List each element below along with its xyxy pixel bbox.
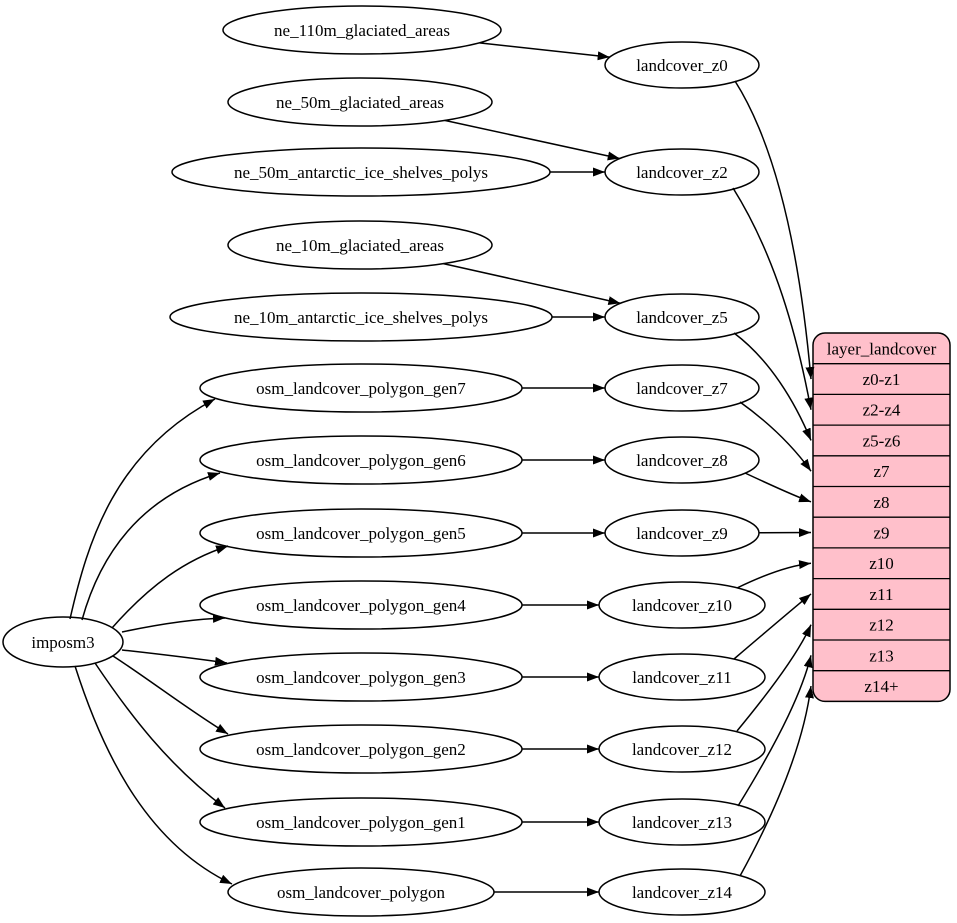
edge-landcover_z13-to-layer_landcover-z13	[737, 655, 813, 807]
node-landcover_z5: landcover_z5	[604, 293, 760, 341]
node-label-osm_landcover_polygon_gen4: osm_landcover_polygon_gen4	[256, 596, 466, 615]
edge-ne_50m_glaciated_areas-to-landcover_z2	[444, 119, 620, 161]
node-label-landcover_z11: landcover_z11	[632, 668, 731, 687]
table-layer: layer_landcover z0-z1 z2-z4 z5-z6 z7 z8 z9 z10 z…	[812, 332, 951, 703]
edge-landcover_z5-to-layer_landcover-z5-z6	[733, 332, 812, 441]
node-label-landcover_z12: landcover_z12	[632, 740, 732, 759]
table-row-z9: z9	[873, 524, 889, 543]
table-header: layer_landcover	[827, 339, 937, 358]
node-osm_landcover_polygon_gen5: osm_landcover_polygon_gen5	[199, 508, 523, 558]
node-label-ne_50m_glaciated_areas: ne_50m_glaciated_areas	[276, 93, 444, 112]
node-label-ne_50m_antarctic_ice_shelves_polys: ne_50m_antarctic_ice_shelves_polys	[234, 163, 488, 182]
nodes-layer: imposm3 ne_110m_glaciated_areas ne_50m_gla…	[2, 5, 766, 917]
node-osm_landcover_polygon_gen2: osm_landcover_polygon_gen2	[199, 724, 523, 774]
node-label-osm_landcover_polygon_gen5: osm_landcover_polygon_gen5	[256, 524, 466, 543]
node-landcover_z13: landcover_z13	[598, 798, 766, 846]
node-landcover_z0: landcover_z0	[604, 41, 760, 89]
node-label-landcover_z7: landcover_z7	[636, 379, 728, 398]
node-ne_110m_glaciated_areas: ne_110m_glaciated_areas	[222, 5, 502, 55]
table-row-z13: z13	[869, 646, 894, 665]
node-label-landcover_z5: landcover_z5	[636, 308, 728, 327]
edge-landcover_z2-to-layer_landcover-z2-z4	[732, 187, 814, 410]
node-osm_landcover_polygon_gen6: osm_landcover_polygon_gen6	[199, 435, 523, 485]
node-label-landcover_z14: landcover_z14	[632, 883, 733, 902]
edge-landcover_z0-to-layer_landcover-z0-z1	[734, 80, 815, 380]
edge-landcover_z14-to-layer_landcover-z14+	[739, 685, 814, 877]
node-landcover_z11: landcover_z11	[598, 653, 766, 701]
node-landcover_z9: landcover_z9	[604, 509, 760, 557]
edge-landcover_z11-to-layer_landcover-z11	[733, 593, 812, 660]
node-ne_10m_antarctic_ice_shelves_polys: ne_10m_antarctic_ice_shelves_polys	[169, 292, 553, 342]
node-osm_landcover_polygon_gen1: osm_landcover_polygon_gen1	[199, 797, 523, 847]
node-label-osm_landcover_polygon_gen6: osm_landcover_polygon_gen6	[256, 451, 466, 470]
table-row-z5-z6: z5-z6	[863, 431, 901, 450]
node-label-ne_10m_antarctic_ice_shelves_polys: ne_10m_antarctic_ice_shelves_polys	[234, 308, 488, 327]
node-label-osm_landcover_polygon_gen2: osm_landcover_polygon_gen2	[256, 740, 466, 759]
node-label-osm_landcover_polygon_gen1: osm_landcover_polygon_gen1	[256, 813, 466, 832]
edge-imposm3-to-osm_landcover_polygon_gen4	[121, 613, 226, 633]
edge-landcover_z12-to-layer_landcover-z12	[736, 624, 812, 732]
edge-imposm3-to-osm_landcover_polygon_gen7	[69, 398, 216, 620]
node-osm_landcover_polygon_gen4: osm_landcover_polygon_gen4	[199, 580, 523, 630]
node-label-osm_landcover_polygon: osm_landcover_polygon	[277, 883, 446, 902]
edge-imposm3-to-osm_landcover_polygon_gen2	[112, 655, 229, 735]
node-label-osm_landcover_polygon_gen3: osm_landcover_polygon_gen3	[256, 668, 466, 687]
edge-landcover_z7-to-layer_landcover-z7	[739, 401, 812, 472]
node-landcover_z8: landcover_z8	[604, 436, 760, 484]
node-label-landcover_z2: landcover_z2	[636, 163, 728, 182]
node-label-landcover_z10: landcover_z10	[632, 596, 732, 615]
node-landcover_z7: landcover_z7	[604, 364, 760, 412]
node-label-landcover_z0: landcover_z0	[636, 56, 728, 75]
table-row-z11: z11	[870, 585, 894, 604]
node-label-ne_10m_glaciated_areas: ne_10m_glaciated_areas	[276, 236, 444, 255]
node-osm_landcover_polygon: osm_landcover_polygon	[227, 867, 495, 917]
node-label-ne_110m_glaciated_areas: ne_110m_glaciated_areas	[274, 21, 450, 40]
table-row-z7: z7	[873, 462, 890, 481]
table-row-z14+: z14+	[864, 677, 898, 696]
node-osm_landcover_polygon_gen7: osm_landcover_polygon_gen7	[199, 363, 523, 413]
node-osm_landcover_polygon_gen3: osm_landcover_polygon_gen3	[199, 652, 523, 702]
node-landcover_z2: landcover_z2	[604, 148, 760, 196]
node-landcover_z14: landcover_z14	[598, 868, 766, 916]
node-landcover_z12: landcover_z12	[598, 725, 766, 773]
edge-imposm3-to-osm_landcover_polygon_gen6	[81, 472, 221, 621]
table-layer_landcover: layer_landcover z0-z1 z2-z4 z5-z6 z7 z8 z9 z10 z…	[812, 332, 951, 703]
edge-imposm3-to-osm_landcover_polygon	[74, 665, 233, 885]
table-row-z8: z8	[873, 493, 889, 512]
node-ne_50m_antarctic_ice_shelves_polys: ne_50m_antarctic_ice_shelves_polys	[171, 147, 551, 197]
table-row-z10: z10	[869, 554, 894, 573]
node-label-osm_landcover_polygon_gen7: osm_landcover_polygon_gen7	[256, 379, 466, 398]
edge-ne_110m_glaciated_areas-to-landcover_z0	[479, 42, 610, 61]
node-ne_10m_glaciated_areas: ne_10m_glaciated_areas	[227, 220, 493, 270]
edge-landcover_z10-to-layer_landcover-z10	[736, 560, 812, 589]
node-label-imposm3: imposm3	[31, 633, 94, 652]
node-label-landcover_z13: landcover_z13	[632, 813, 732, 832]
node-landcover_z10: landcover_z10	[598, 581, 766, 629]
node-ne_50m_glaciated_areas: ne_50m_glaciated_areas	[227, 77, 493, 127]
node-label-landcover_z9: landcover_z9	[636, 524, 728, 543]
node-imposm3: imposm3	[2, 616, 124, 668]
node-label-landcover_z8: landcover_z8	[636, 451, 728, 470]
table-row-z2-z4: z2-z4	[863, 401, 901, 420]
table-row-z0-z1: z0-z1	[863, 370, 901, 389]
edge-ne_10m_glaciated_areas-to-landcover_z5	[443, 262, 621, 305]
table-row-z12: z12	[869, 616, 894, 635]
edge-landcover_z8-to-layer_landcover-z8	[744, 472, 812, 503]
edge-imposm3-to-osm_landcover_polygon_gen3	[121, 649, 228, 666]
edge-imposm3-to-osm_landcover_polygon_gen5	[111, 545, 229, 629]
edge-imposm3-to-osm_landcover_polygon_gen1	[94, 662, 226, 809]
edges-layer	[69, 42, 815, 897]
